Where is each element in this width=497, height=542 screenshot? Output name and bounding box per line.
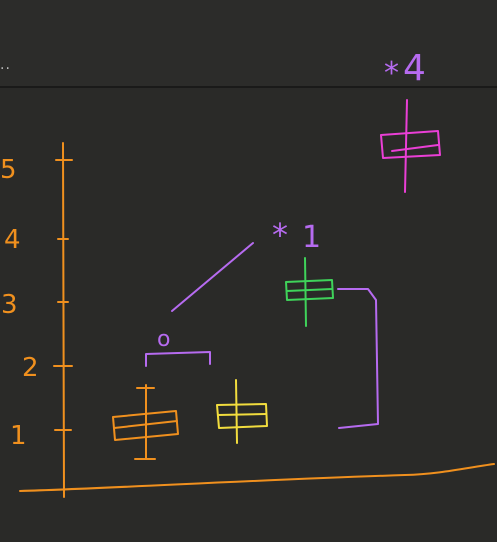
annotation-star-mid: * bbox=[272, 216, 288, 254]
boxplot-pink bbox=[380, 99, 441, 193]
annotation-one: 1 bbox=[302, 220, 321, 255]
tick-label-2: 2 bbox=[22, 353, 39, 383]
annotation-o: o bbox=[157, 327, 170, 352]
boxplot-orange bbox=[112, 384, 179, 460]
ellipsis-icon[interactable]: .. bbox=[0, 57, 11, 73]
tick-label-4: 4 bbox=[4, 225, 21, 255]
tick-label-5: 5 bbox=[0, 155, 17, 185]
annotation-star-high: * bbox=[384, 56, 399, 91]
boxplot-green bbox=[285, 257, 334, 327]
boxplot-yellow bbox=[216, 379, 268, 444]
y-axis bbox=[53, 142, 73, 498]
tick-label-3: 3 bbox=[1, 290, 18, 320]
top-toolbar: .. bbox=[0, 0, 497, 86]
significance-brackets bbox=[145, 242, 379, 429]
tick-label-1: 1 bbox=[10, 421, 27, 451]
annotation-four: 4 bbox=[403, 48, 426, 89]
x-axis bbox=[19, 463, 495, 492]
toolbar-divider bbox=[0, 86, 497, 88]
